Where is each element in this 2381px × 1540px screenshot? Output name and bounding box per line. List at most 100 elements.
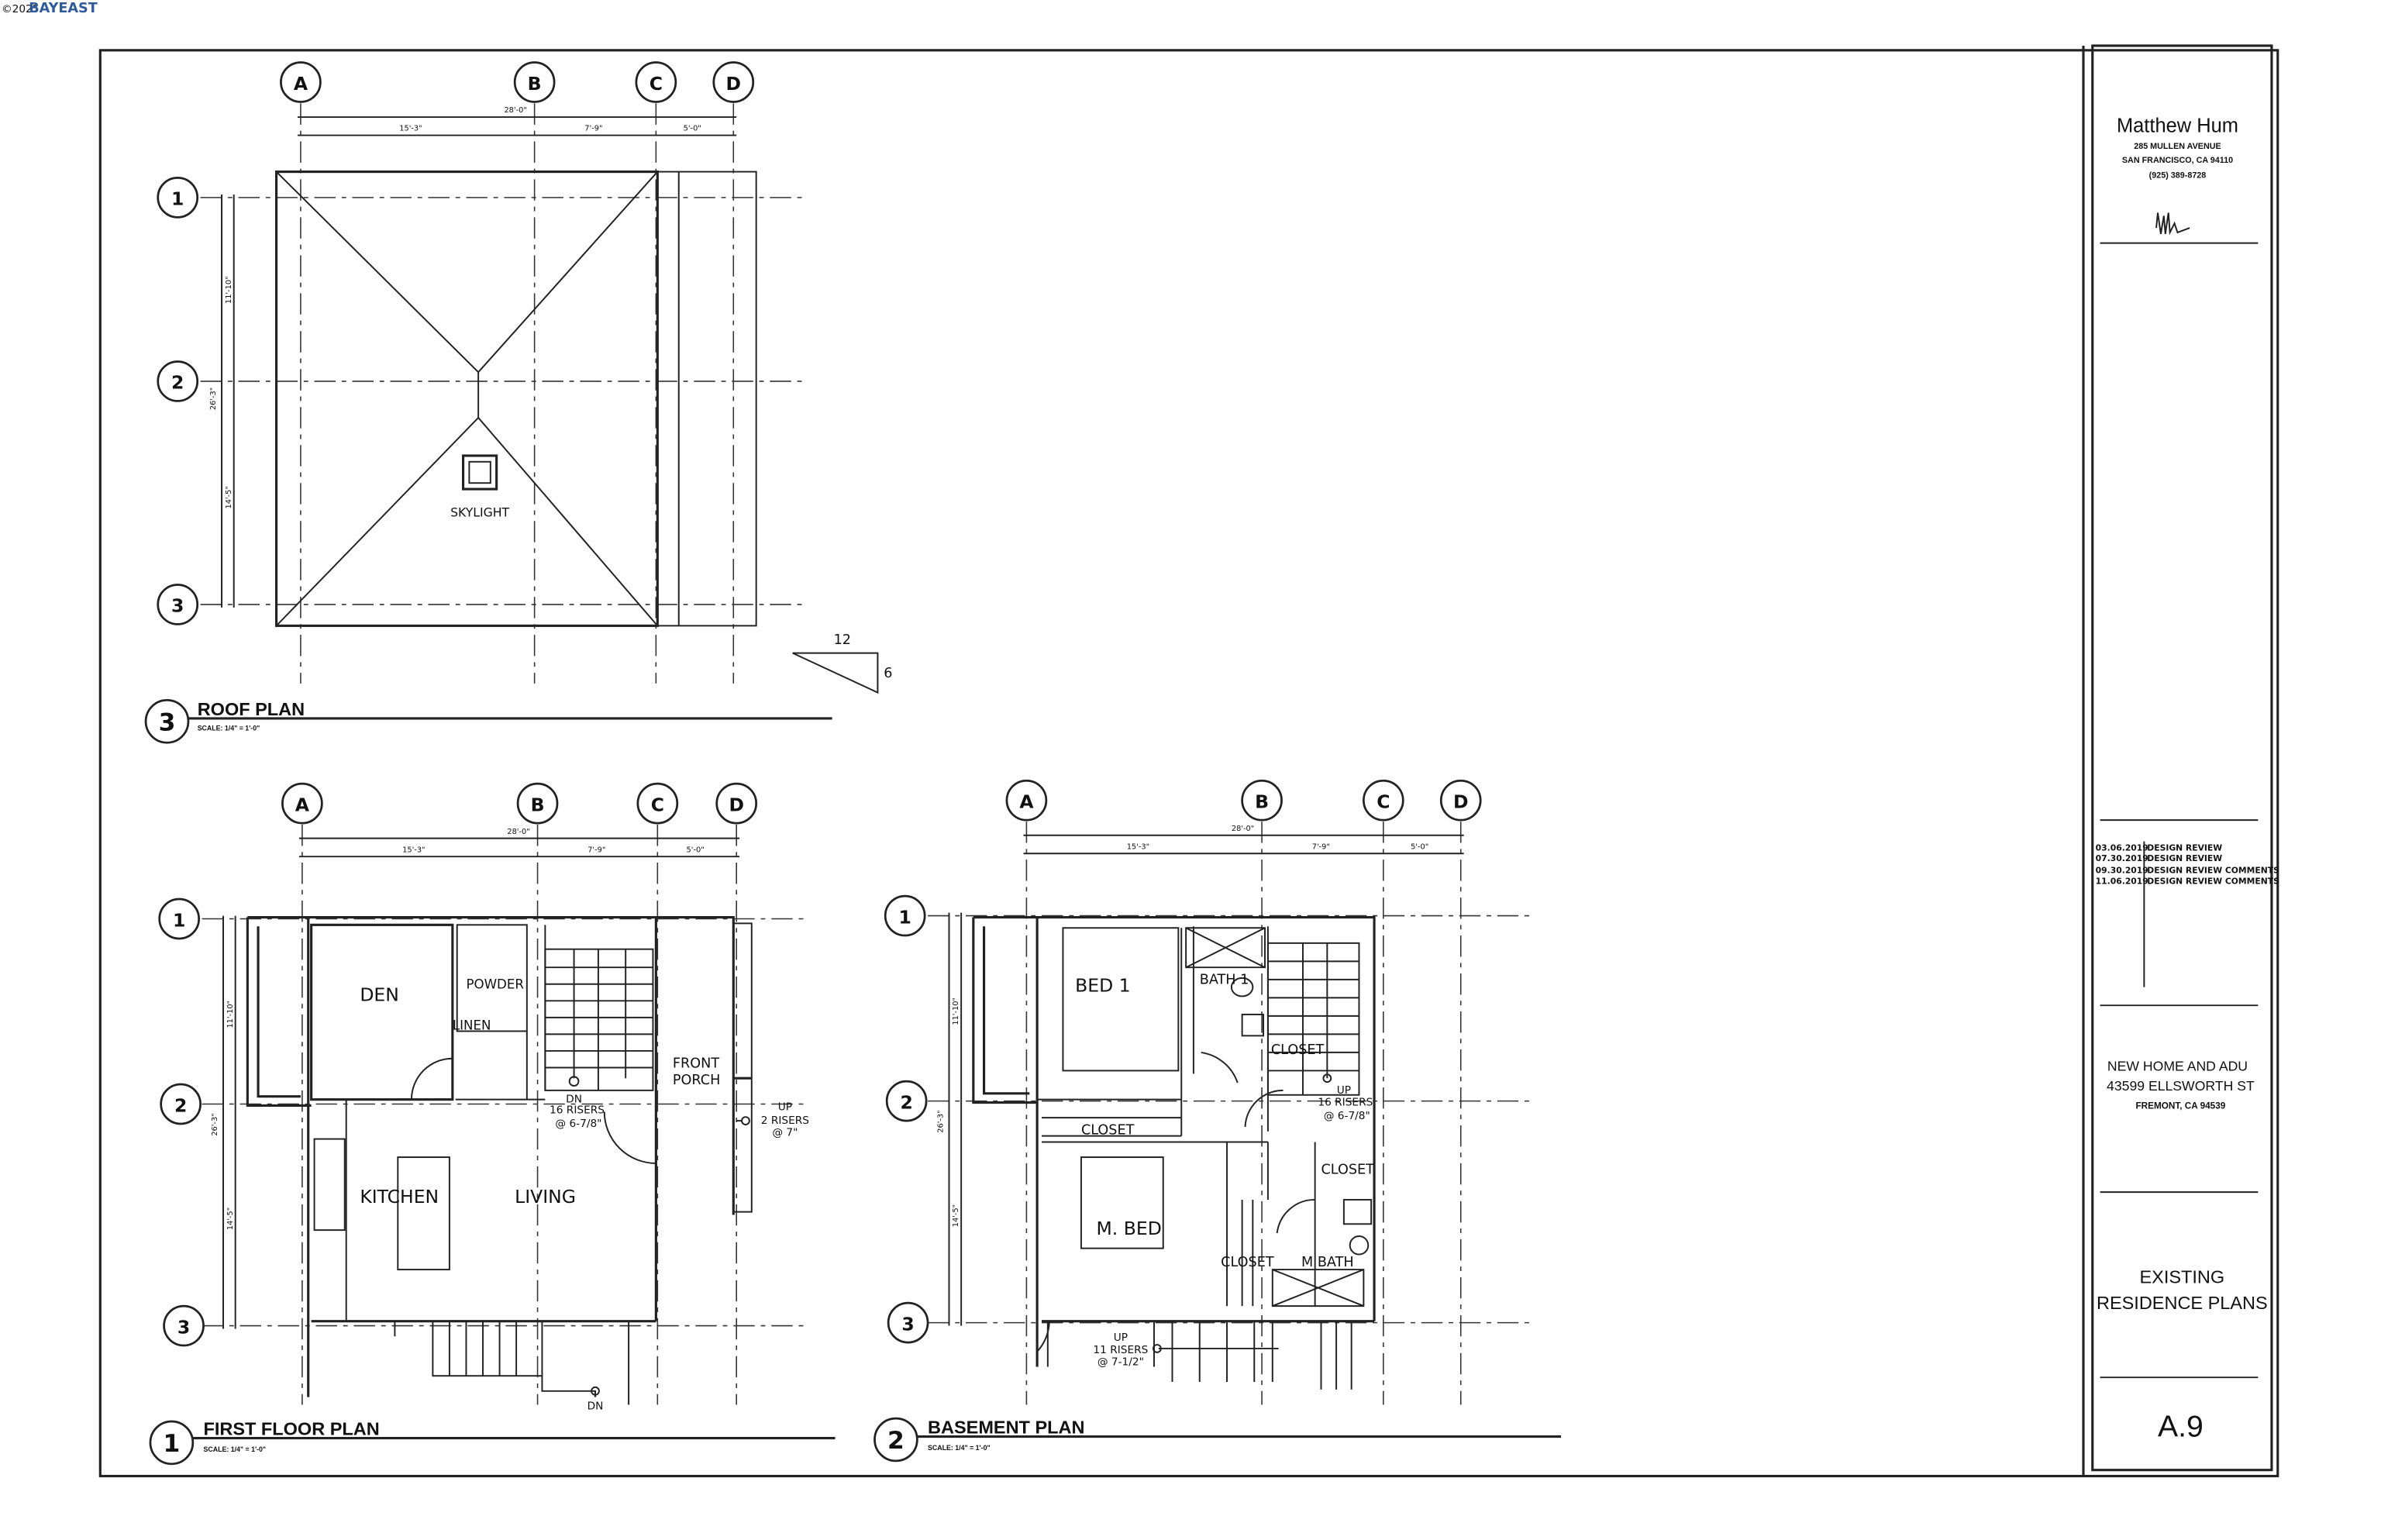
grid-bubble-1: 1 bbox=[884, 894, 926, 937]
grid-label: B bbox=[528, 73, 542, 95]
stair-note: 11 RISERS bbox=[1093, 1344, 1148, 1356]
designer-phone: (925) 389-8728 bbox=[2149, 171, 2207, 180]
stair-note: 16 RISERS bbox=[550, 1104, 605, 1116]
slope-run: 12 bbox=[834, 632, 851, 648]
dim-label: 28'-0" bbox=[1232, 825, 1254, 833]
dim-label: 11'-10" bbox=[952, 997, 960, 1025]
basement-plan-title: 2 BASEMENT PLAN SCALE: 1/4" = 1'-0" bbox=[873, 1418, 1562, 1462]
grid-label: D bbox=[726, 73, 742, 95]
drawing-scale: SCALE: 1/4" = 1'-0" bbox=[198, 725, 260, 732]
room-label-front-porch-line2: PORCH bbox=[673, 1073, 720, 1088]
grid-label: 2 bbox=[174, 1094, 187, 1116]
drawing-number: 1 bbox=[163, 1430, 180, 1458]
dim-label: 5'-0" bbox=[684, 125, 701, 133]
drawing-number: 3 bbox=[159, 709, 176, 737]
drawing-title: BASEMENT PLAN bbox=[928, 1418, 1084, 1438]
porch-stair-note: UP 2 RISERS @ 7" bbox=[736, 1101, 809, 1139]
stair-note: DN bbox=[566, 1094, 582, 1106]
grid-lines bbox=[928, 822, 1534, 1405]
grid-bubble-b: B bbox=[513, 61, 556, 103]
sheet-title-line2: RESIDENCE PLANS bbox=[2097, 1293, 2268, 1313]
den-walls bbox=[310, 923, 454, 1101]
room-label-bath1: BATH 1 bbox=[1200, 973, 1249, 988]
dim-label: 5'-0" bbox=[1411, 842, 1428, 851]
grid-bubble-c: C bbox=[636, 782, 679, 825]
roof-outline bbox=[275, 171, 659, 627]
kitchen-island bbox=[397, 1156, 450, 1271]
designer-address: 285 MULLEN AVENUE bbox=[2134, 142, 2221, 151]
grid-label: B bbox=[1255, 791, 1269, 812]
revision-description: DESIGN REVIEW bbox=[2147, 842, 2222, 853]
grid-bubble-3: 3 bbox=[887, 1301, 929, 1344]
revision-description: DESIGN REVIEW COMMENTS bbox=[2147, 866, 2279, 876]
drawing-number: 2 bbox=[887, 1427, 905, 1455]
room-label-master-bath: M BATH bbox=[1301, 1255, 1354, 1270]
grid-lines bbox=[200, 103, 805, 684]
grid-label: 3 bbox=[177, 1316, 190, 1338]
stair-note: @ 7-1/2" bbox=[1097, 1356, 1144, 1369]
stair-note: DN bbox=[587, 1400, 604, 1412]
skylight bbox=[461, 454, 498, 491]
grid-lines bbox=[202, 825, 808, 1405]
dim-label: 7'-9" bbox=[587, 846, 605, 854]
revision-description: DESIGN REVIEW COMMENTS bbox=[2147, 876, 2279, 886]
room-label-closet: CLOSET bbox=[1221, 1255, 1274, 1270]
room-label-living: LIVING bbox=[515, 1186, 576, 1208]
stair-note-up: UP 16 RISERS @ 6-7/8" bbox=[1318, 1084, 1373, 1122]
grid-bubble-d: D bbox=[712, 61, 755, 103]
dim-label: 26'-3" bbox=[937, 1110, 946, 1132]
bath1-shower bbox=[1185, 927, 1266, 969]
exterior-stairs bbox=[394, 1320, 630, 1405]
grid-bubble-2: 2 bbox=[885, 1080, 928, 1122]
mbed-bed bbox=[1080, 1156, 1164, 1249]
grid-label: 1 bbox=[173, 909, 185, 931]
project-city: FREMONT, CA 94539 bbox=[2135, 1101, 2225, 1111]
room-label-bed1: BED 1 bbox=[1075, 975, 1131, 997]
grid-label: B bbox=[531, 794, 545, 815]
walls bbox=[246, 915, 735, 1397]
room-label-kitchen: KITCHEN bbox=[360, 1186, 439, 1208]
first-floor-plan-title: 1 FIRST FLOOR PLAN SCALE: 1/4" = 1'-0" bbox=[149, 1419, 836, 1466]
drawing-scale: SCALE: 1/4" = 1'-0" bbox=[204, 1445, 267, 1453]
grid-bubble-d: D bbox=[715, 782, 758, 825]
grid-label: 3 bbox=[171, 595, 184, 617]
grid-bubble-3: 3 bbox=[157, 584, 199, 625]
grid-label: A bbox=[294, 73, 308, 95]
grid-label: 1 bbox=[171, 188, 184, 210]
sheet-border bbox=[98, 49, 2279, 1478]
title-block-frame bbox=[2091, 44, 2273, 1472]
dim-label: 11'-10" bbox=[226, 1001, 235, 1028]
grid-label: C bbox=[1377, 791, 1390, 812]
stair-note: UP bbox=[1114, 1332, 1128, 1344]
dimension-lines: 28'-0" 15'-3" 7'-9" 5'-0" 26'-3" 11'-10"… bbox=[211, 828, 740, 1329]
bayeast-watermark: ©2025 BAYEAST bbox=[2, 1, 98, 16]
stair-note: @ 7" bbox=[772, 1127, 798, 1139]
grid-bubble-c: C bbox=[1362, 779, 1404, 822]
grid-bubble-2: 2 bbox=[160, 1083, 202, 1125]
grid-label: A bbox=[1019, 791, 1034, 812]
grid-bubble-a: A bbox=[1005, 779, 1048, 822]
revision-date: 03.06.2019 bbox=[2096, 842, 2148, 853]
grid-label: D bbox=[729, 794, 744, 815]
dim-label: 28'-0" bbox=[504, 106, 526, 115]
signature bbox=[2155, 212, 2190, 236]
designer-name: Matthew Hum bbox=[2117, 115, 2238, 137]
basement-plan: A B C D 1 2 3 28'-0" 15'-3" 7'-9" 5'-0" … bbox=[873, 779, 1562, 1462]
room-label-powder: POWDER bbox=[466, 977, 524, 992]
grid-bubble-a: A bbox=[280, 61, 322, 103]
revision-description: DESIGN REVIEW bbox=[2147, 853, 2222, 863]
dim-label: 15'-3" bbox=[402, 846, 425, 854]
room-label-linen: LINEN bbox=[453, 1018, 491, 1033]
dim-label: 5'-0" bbox=[687, 846, 705, 854]
grid-label: D bbox=[1453, 791, 1469, 812]
stair-note: @ 6-7/8" bbox=[555, 1118, 601, 1130]
dim-label: 15'-3" bbox=[1127, 842, 1149, 851]
porch-roof bbox=[656, 171, 757, 627]
grid-bubble-b: B bbox=[516, 782, 559, 825]
dim-label: 11'-10" bbox=[225, 276, 233, 304]
roof-plan: A B C D 1 2 3 28'-0" 15'-3" 7'-9" 5'-0" … bbox=[144, 61, 892, 744]
title-block: Matthew Hum 285 MULLEN AVENUE SAN FRANCI… bbox=[2096, 115, 2279, 1444]
revision-date: 11.06.2019 bbox=[2096, 876, 2148, 886]
stairs-up bbox=[544, 948, 654, 1091]
